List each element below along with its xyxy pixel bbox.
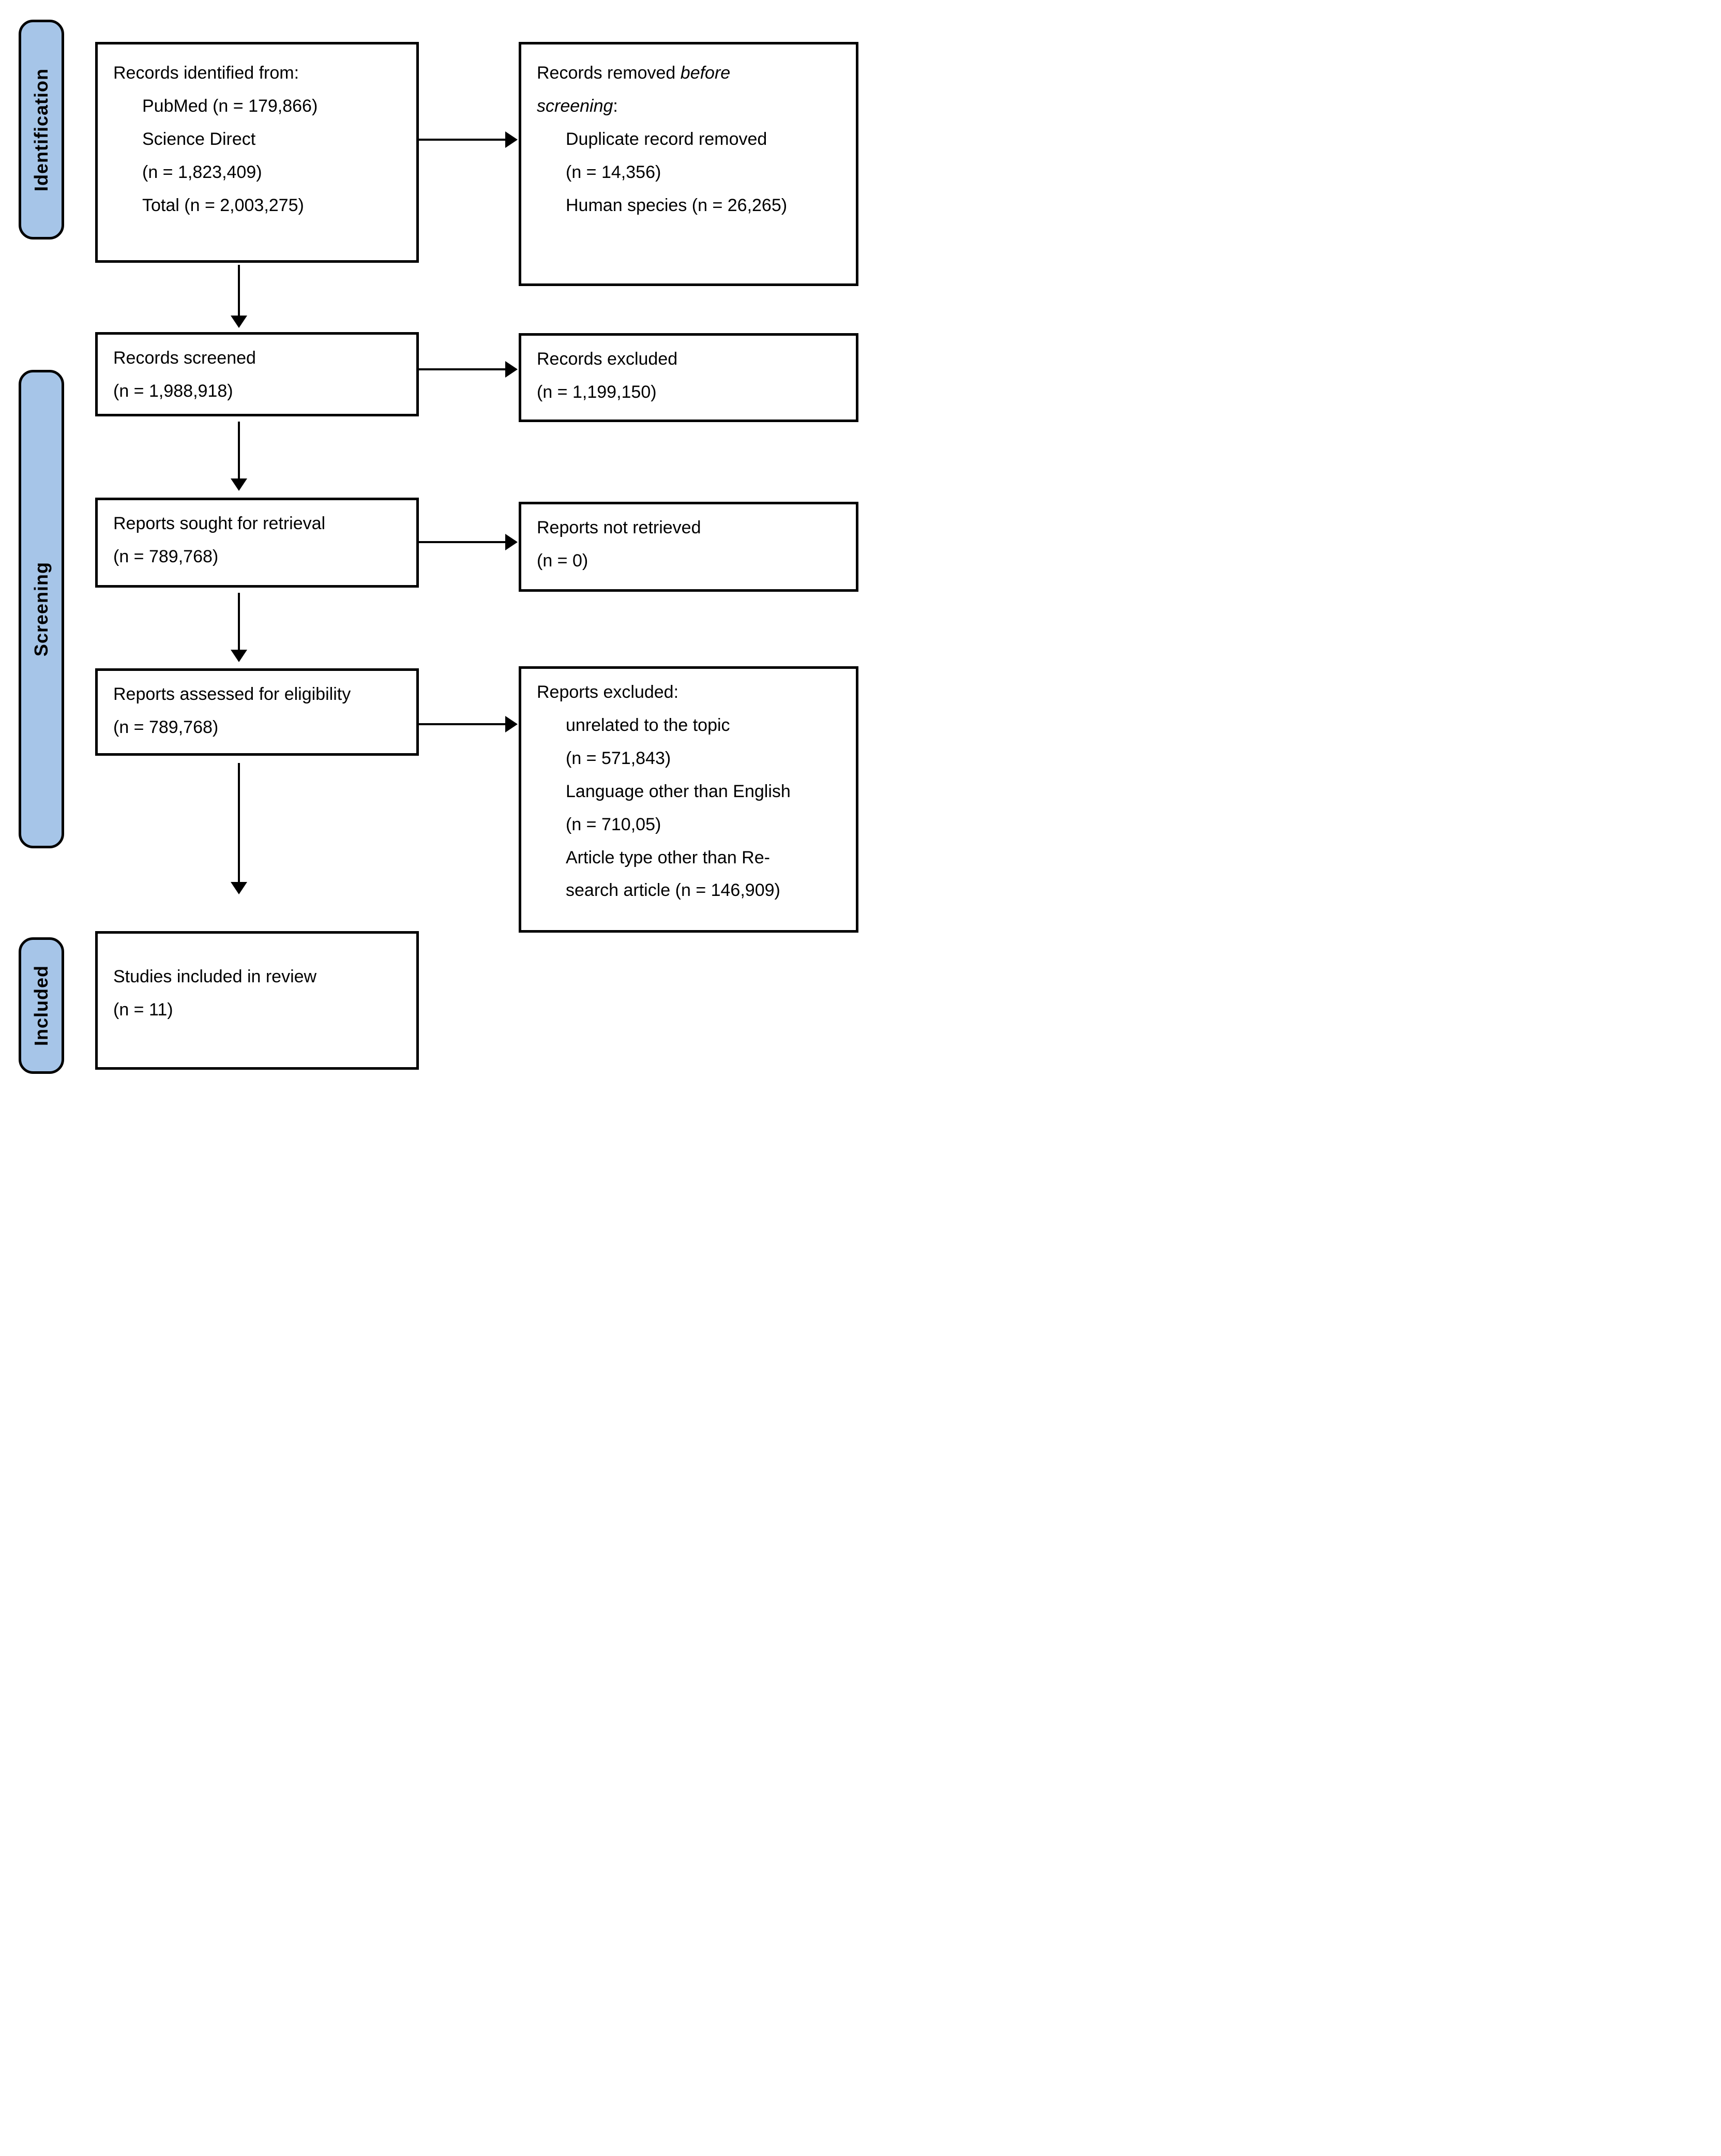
stage-included: Included — [19, 937, 64, 1074]
box-line: (n = 1,988,918) — [113, 381, 233, 401]
box-line-text-italic: before — [680, 63, 731, 83]
box-line: (n = 710,05) — [566, 814, 661, 834]
arrow-line — [238, 763, 240, 883]
box-line: Article type other than Re- — [566, 847, 770, 867]
box-line: (n = 789,768) — [113, 717, 219, 737]
box-line: search article (n = 146,909) — [566, 880, 780, 901]
arrow-line — [238, 422, 240, 480]
box-reports-sought: Reports sought for retrieval (n = 789,76… — [95, 498, 419, 588]
arrow-line — [419, 723, 507, 725]
prisma-flow-diagram: Identification Screening Included Record… — [0, 0, 860, 1078]
box-line: Total (n = 2,003,275) — [142, 195, 304, 215]
arrow-right-icon — [505, 131, 518, 148]
box-records-removed: Records removed before screening: Duplic… — [519, 42, 858, 286]
box-records-identified: Records identified from: PubMed (n = 179… — [95, 42, 419, 263]
arrow-down-icon — [231, 478, 247, 491]
arrow-down-icon — [231, 882, 247, 894]
box-line: Records excluded — [537, 349, 678, 369]
arrow-right-icon — [505, 716, 518, 732]
box-line: Studies included in review — [113, 967, 317, 986]
box-line: Science Direct — [142, 129, 256, 149]
box-line: Records removed before — [537, 57, 851, 90]
box-studies-included: Studies included in review (n = 11) — [95, 931, 419, 1070]
box-line: Language other than English — [566, 781, 791, 801]
box-line-text-italic: screening — [537, 96, 613, 116]
arrow-line — [419, 368, 507, 370]
box-line-text: : — [613, 96, 618, 116]
arrow-down-icon — [231, 316, 247, 328]
box-records-screened: Records screened (n = 1,988,918) — [95, 332, 419, 416]
box-reports-assessed: Reports assessed for eligibility (n = 78… — [95, 668, 419, 756]
arrow-right-icon — [505, 534, 518, 550]
box-line: (n = 1,823,409) — [142, 162, 262, 182]
box-line-text: Records removed — [537, 63, 681, 83]
arrow-right-icon — [505, 361, 518, 378]
box-line: Reports not retrieved — [537, 518, 701, 537]
box-line: (n = 571,843) — [566, 748, 671, 768]
box-line: Reports sought for retrieval — [113, 514, 326, 533]
arrow-line — [419, 139, 507, 141]
arrow-line — [419, 541, 507, 543]
box-line: Reports assessed for eligibility — [113, 684, 351, 704]
box-reports-excluded: Reports excluded: unrelated to the topic… — [519, 666, 858, 933]
box-line: unrelated to the topic — [566, 715, 730, 735]
box-line: Reports excluded: — [537, 682, 679, 702]
box-line: Duplicate record removed — [566, 129, 767, 149]
box-line: screening: — [537, 90, 851, 123]
box-line: Human species (n = 26,265) — [566, 195, 788, 215]
arrow-line — [238, 265, 240, 317]
stage-screening: Screening — [19, 370, 64, 848]
box-line: PubMed (n = 179,866) — [142, 96, 318, 116]
box-line: (n = 0) — [537, 550, 588, 571]
box-line: (n = 14,356) — [566, 162, 661, 182]
stage-screening-label: Screening — [31, 561, 52, 657]
box-records-excluded: Records excluded (n = 1,199,150) — [519, 333, 858, 422]
box-line: (n = 11) — [113, 999, 173, 1020]
box-line: Records identified from: — [113, 63, 299, 83]
box-line: Records screened — [113, 348, 256, 368]
arrow-down-icon — [231, 650, 247, 662]
arrow-line — [238, 593, 240, 651]
box-reports-not-retrieved: Reports not retrieved (n = 0) — [519, 502, 858, 592]
stage-identification: Identification — [19, 20, 64, 239]
stage-included-label: Included — [31, 965, 52, 1046]
stage-identification-label: Identification — [31, 68, 52, 191]
box-line: (n = 789,768) — [113, 546, 219, 566]
box-line: (n = 1,199,150) — [537, 382, 657, 402]
